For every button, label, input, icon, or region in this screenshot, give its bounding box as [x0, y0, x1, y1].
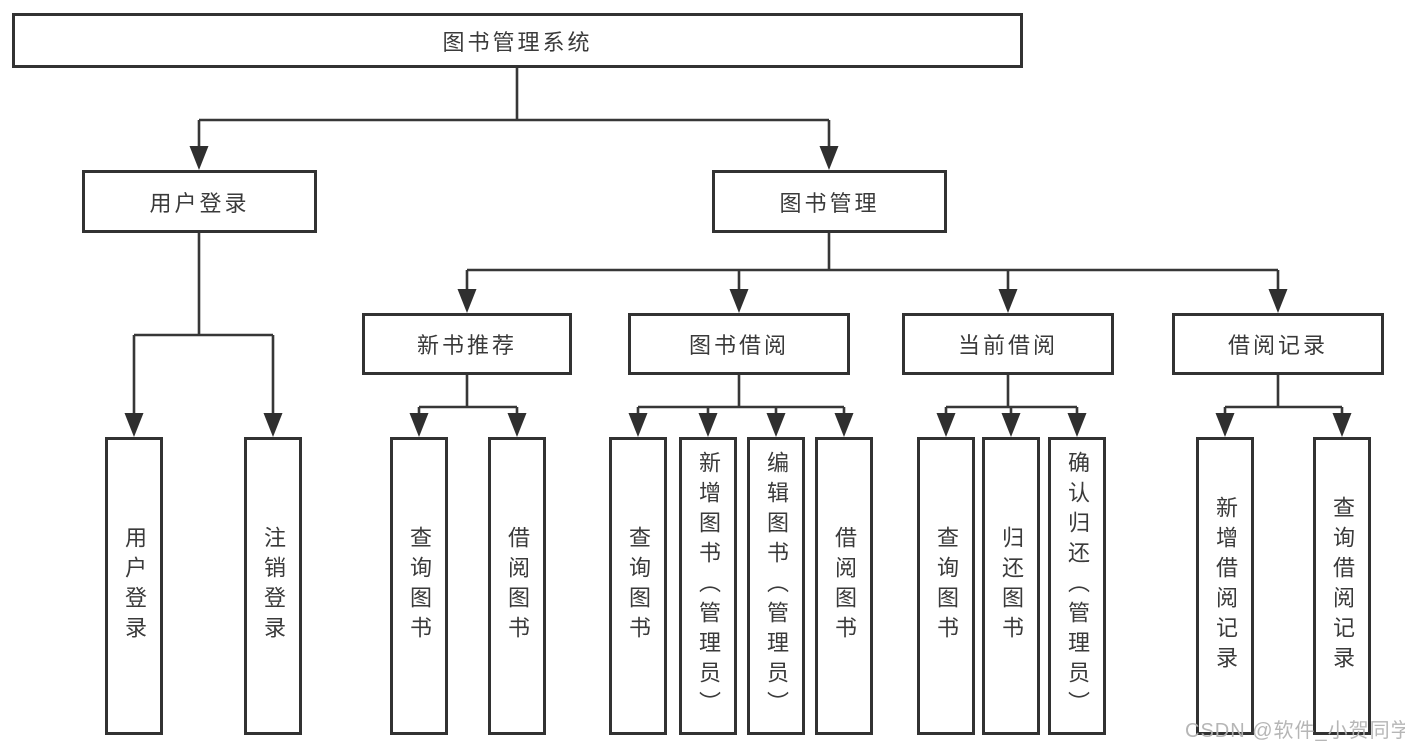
node-label: 查询借阅记录	[1330, 496, 1355, 676]
node-label: 查询图书	[407, 526, 432, 646]
node-nb-borrow-books: 借阅图书	[488, 437, 546, 735]
node-cb-query-books: 查询图书	[917, 437, 975, 735]
node-label: 用户登录	[149, 190, 250, 216]
node-current-borrowing: 当前借阅	[902, 313, 1114, 375]
node-cb-return-books: 归还图书	[982, 437, 1040, 735]
node-label: 当前借阅	[957, 333, 1058, 358]
node-label: 查询图书	[934, 526, 959, 646]
node-label: 确认归还（管理员）	[1065, 451, 1090, 721]
node-user-login: 用户登录	[82, 170, 317, 233]
node-bb-add-books-admin: 新增图书（管理员）	[679, 437, 737, 735]
node-label: 借阅记录	[1227, 333, 1328, 358]
node-label: 借阅图书	[832, 526, 857, 646]
node-leaf-logout: 注销登录	[244, 437, 302, 735]
node-book-borrowing: 图书借阅	[628, 313, 850, 375]
node-bb-edit-books-admin: 编辑图书（管理员）	[747, 437, 805, 735]
node-leaf-user-login: 用户登录	[105, 437, 163, 735]
node-br-add-record: 新增借阅记录	[1196, 437, 1254, 735]
node-br-query-record: 查询借阅记录	[1313, 437, 1371, 735]
node-label: 图书管理	[779, 190, 880, 216]
node-bb-borrow-books: 借阅图书	[815, 437, 873, 735]
node-new-book-recommend: 新书推荐	[362, 313, 572, 375]
node-label: 图书借阅	[688, 333, 789, 358]
node-nb-query-books: 查询图书	[390, 437, 448, 735]
node-bb-query-books: 查询图书	[609, 437, 667, 735]
arrowheads	[124, 146, 1352, 437]
node-label: 新增图书（管理员）	[696, 451, 721, 721]
node-label: 查询图书	[626, 526, 651, 646]
csdn-watermark: CSDN @软件_小贺同学	[1185, 720, 1405, 742]
node-borrowing-records: 借阅记录	[1172, 313, 1384, 375]
node-label: 图书管理系统	[442, 29, 593, 55]
node-cb-confirm-return-admin: 确认归还（管理员）	[1048, 437, 1106, 735]
node-label: 归还图书	[999, 526, 1024, 646]
node-book-management: 图书管理	[712, 170, 947, 233]
node-library-management-system: 图书管理系统	[12, 13, 1023, 68]
node-label: 新书推荐	[416, 333, 517, 358]
node-label: 新增借阅记录	[1213, 496, 1238, 676]
node-label: 编辑图书（管理员）	[764, 451, 789, 721]
node-label: 借阅图书	[505, 526, 530, 646]
node-label: 用户登录	[122, 526, 147, 646]
node-label: 注销登录	[261, 526, 286, 646]
